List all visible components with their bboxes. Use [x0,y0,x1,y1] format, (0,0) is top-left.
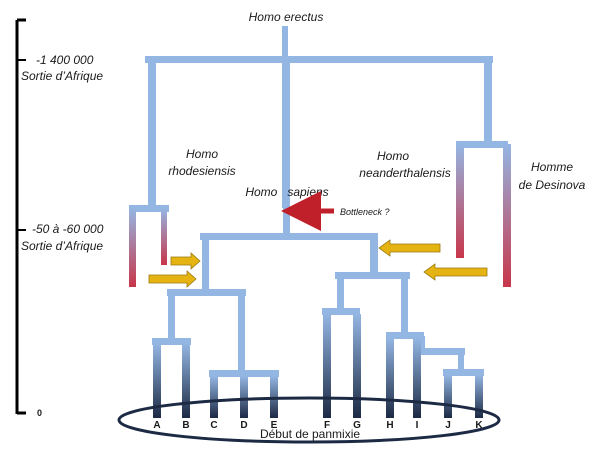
gene-flow-arrow-2 [148,270,197,288]
ab-crossbar [152,338,191,345]
rhodesiensis-stem [148,60,156,206]
time-zero: 0 [37,408,42,418]
jk-stem [458,352,464,372]
ijk-crossbar [419,348,465,355]
rhodesiensis-left-branch [129,208,136,287]
desinova-label-2: de Desinova [519,178,586,192]
panmixie-label: Début de panmixie [260,427,360,441]
hijk-crossbar [386,332,424,339]
leaf-label-k: K [475,420,483,431]
gene-flow-arrow-4 [423,263,488,281]
time-2-value: -50 à -60 000 [32,222,104,236]
cde-crossbar [209,370,279,377]
right-clade-stem [370,236,378,276]
gene-flow-arrows [148,239,488,288]
rhodesiensis-fork [129,205,169,287]
ijk-stem [419,336,425,352]
desinova-crossbar [456,141,508,148]
leaf-branch-h [386,338,394,418]
sapiens-label: Homo sapiens [245,185,328,199]
leaf-branch-g [353,314,361,418]
root-label: Homo erectus [249,10,324,24]
fg-stem [337,276,344,310]
root-stem [282,26,288,58]
hijk-stem [401,276,408,334]
leaf-label-j: J [445,420,451,431]
desinova-red-branch [503,144,511,287]
desinova-label-1: Homme [531,160,573,174]
ab-stem [168,292,175,340]
leaf-branch-f [323,314,331,418]
leaf-branch-c [210,376,218,418]
panmixie-ellipse [117,396,501,444]
rhodesiensis-right-branch [161,208,167,265]
leaf-label-e: E [271,420,278,431]
abcde-crossbar [167,289,246,296]
leaf-label-h: H [386,420,393,431]
leaf-branch-i [413,338,421,418]
desinova-fork [456,144,511,287]
leaf-label-g: G [353,420,361,431]
gene-flow-arrow-3 [378,239,441,257]
sapiens-subtree [152,208,484,377]
sapiens-stem [282,60,290,208]
jk-crossbar [443,369,484,376]
rhodesiensis-genus-label: Homo [186,147,218,161]
tree-top [145,26,508,208]
bottleneck-label: Bottleneck ? [340,207,390,217]
time-2-caption: Sortie d’Afrique [21,239,103,253]
neander-species-label: neanderthalensis [359,166,450,180]
time-axis: -1 400 000 Sortie d’Afrique -50 à -60 00… [15,18,104,418]
leaf-label-d: D [240,420,247,431]
rhodesiensis-crossbar [129,205,169,212]
leaf-branch-b [182,344,190,418]
left-clade-stem [202,236,209,292]
time-1-value: -1 400 000 [36,53,94,67]
neander-red-branch [456,144,464,258]
time-1-caption: Sortie d’Afrique [21,69,103,83]
leaf-labels: A B C D E F G H I J K [153,420,483,431]
leaf-label-i: I [416,420,419,431]
leaf-branch-d [240,376,248,418]
leaf-label-a: A [153,420,160,431]
fghijk-crossbar [335,272,410,279]
leaf-label-c: C [210,420,217,431]
leaf-branch-a [153,344,161,418]
fg-crossbar [322,308,360,315]
sapiens-crossbar [200,233,378,240]
leaf-branch-k [475,375,483,418]
gene-flow-arrow-1 [170,252,201,270]
rhodesiensis-species-label: rhodesiensis [168,164,235,178]
root-crossbar [145,56,493,63]
neander-genus-label: Homo [377,149,409,163]
sapiens-lower-stem [283,208,290,236]
leaf-label-f: F [324,420,330,431]
desinova-neander-stem [484,60,492,144]
cde-stem [238,292,245,372]
leaf-label-b: B [182,420,189,431]
leaf-branch-j [444,375,452,418]
